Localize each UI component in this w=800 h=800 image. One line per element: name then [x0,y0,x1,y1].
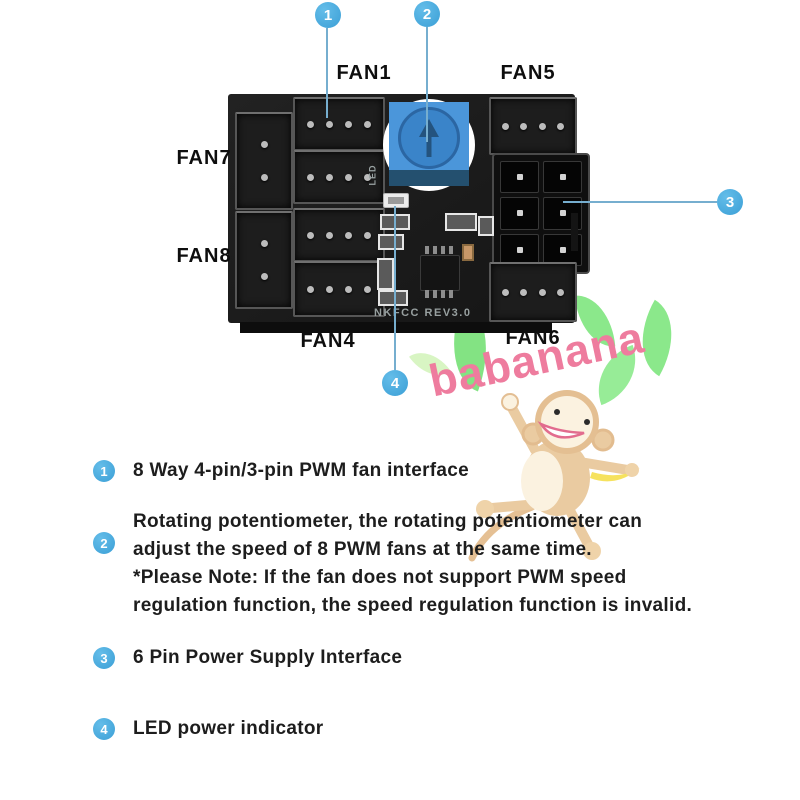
pin [260,273,268,281]
pin [364,120,371,128]
monkey-tail [468,503,536,562]
leader-line-3 [563,201,717,203]
callout-1-badge: 1 [315,2,341,28]
pcb-silkscreen-text: NKFCC REV3.0 [374,307,472,319]
pin [520,122,528,130]
pin [307,173,314,181]
pin [260,174,268,182]
legend-2-badge: 2 [93,532,115,554]
monkey-smile [537,421,585,439]
ic-pins-top [420,246,458,254]
pin [520,288,528,296]
callout-3-badge: 3 [717,189,743,215]
legend-4-badge: 4 [93,718,115,740]
smd-resistor [378,290,408,306]
pin [326,120,333,128]
potentiometer-base [389,170,469,186]
potentiometer [389,102,469,186]
callout-2-badge: 2 [414,1,440,27]
ic-pins-bottom [420,290,458,298]
led-silkscreen-label: LED [367,164,378,186]
legend-2-text-line4: regulation function, the speed regulatio… [133,595,693,616]
legend-2-text-line2: adjust the speed of 8 PWM fans at the sa… [133,539,592,560]
legend-1-text: 8 Way 4-pin/3-pin PWM fan interface [133,460,470,481]
pin [441,290,445,298]
pcb-board-edge [240,322,552,333]
smd-resistor [445,213,477,231]
fan6-connector [489,262,577,322]
pin [364,231,371,239]
pin [449,246,453,254]
leader-line-4 [394,206,396,370]
pin [307,231,314,239]
pin [260,140,268,148]
leader-line-1 [326,28,328,118]
pin [538,288,546,296]
fan8-label: FAN8 [176,245,232,267]
pin [502,288,510,296]
fan5-connector [489,97,577,155]
pin [345,285,352,293]
pin [345,231,352,239]
pin [449,290,453,298]
power-pin-socket [543,161,582,194]
callout-4-badge: 4 [382,370,408,396]
banana-icon [590,468,640,482]
pin [364,173,371,181]
fan7-connector [235,112,293,210]
potentiometer-dial [398,107,460,169]
pin [556,122,564,130]
pin [538,122,546,130]
fan8-connector [235,211,293,309]
smd-resistor [378,234,404,250]
power-pin-socket [500,161,539,194]
pin [260,239,268,247]
pin [345,120,352,128]
pin [345,173,352,181]
power-connector-latch [571,213,578,251]
legend-4-text: LED power indicator [133,718,324,739]
pin [502,122,510,130]
pin [364,285,371,293]
monkey-head [535,390,599,454]
ic-chip [420,255,460,291]
pin [307,285,314,293]
pin [441,246,445,254]
monkey-mascot [468,390,640,562]
leader-line-2 [426,27,428,142]
fan4-header [293,261,385,317]
smd-capacitor [462,244,474,261]
legend-3-badge: 3 [93,647,115,669]
fan7-label: FAN7 [176,147,232,169]
pin [326,231,333,239]
legend-2-text-line1: Rotating potentiometer, the rotating pot… [133,511,643,532]
smd-resistor [377,258,394,290]
fan5-label: FAN5 [500,62,556,84]
pin [433,290,437,298]
power-pin-socket [500,233,539,266]
arrow-up-icon [419,119,439,157]
legend-1-badge: 1 [93,460,115,482]
legend-2-text-line3: *Please Note: If the fan does not suppor… [133,567,627,588]
pin [556,288,564,296]
legend-3-text: 6 Pin Power Supply Interface [133,647,403,668]
fan1-header [293,97,385,151]
pin [307,120,314,128]
pin [326,285,333,293]
pin [425,246,429,254]
power-pin-socket [500,197,539,230]
pin [425,290,429,298]
fan-header-3 [293,208,385,262]
fan-header-2 [293,150,385,204]
fan6-label: FAN6 [505,327,561,349]
fan4-label: FAN4 [300,330,356,352]
pin [433,246,437,254]
fan1-label: FAN1 [336,62,392,84]
led-power-indicator [383,193,409,208]
pin [326,173,333,181]
smd-resistor [478,216,494,236]
